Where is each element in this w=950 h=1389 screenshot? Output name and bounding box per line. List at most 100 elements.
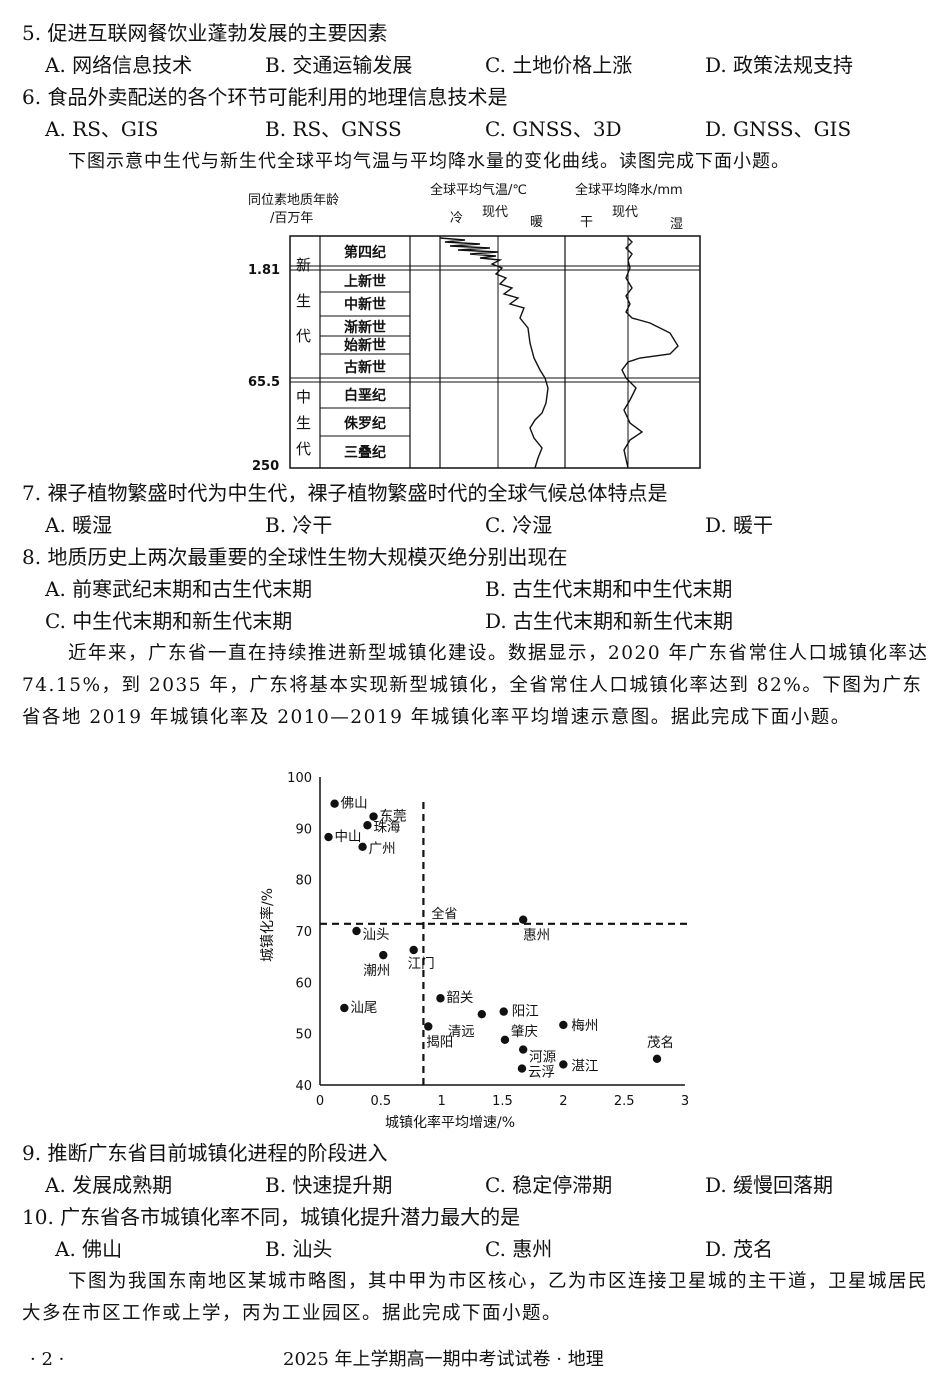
prec-wet-label: 湿 xyxy=(670,217,683,232)
precipitation-curve xyxy=(621,237,679,469)
q6-stem: 6. 食品外卖配送的各个环节可能利用的地理信息技术是 xyxy=(22,85,508,109)
x-tick-label: 1.5 xyxy=(492,1094,513,1109)
y-tick-label: 70 xyxy=(295,925,312,940)
data-point xyxy=(436,994,445,1003)
data-point xyxy=(424,1022,433,1031)
point-label: 潮州 xyxy=(363,963,390,979)
point-label: 珠海 xyxy=(373,819,400,835)
period-triassic: 三叠纪 xyxy=(344,444,386,461)
point-label: 河源 xyxy=(529,1050,556,1066)
q6-option-b[interactable]: B. RS、GNSS xyxy=(265,117,402,141)
y-tick-label: 80 xyxy=(295,874,312,889)
data-point xyxy=(358,842,367,852)
data-point xyxy=(559,1060,568,1069)
y-tick-label: 60 xyxy=(295,976,312,991)
age-header-1: 同位素地质年龄 xyxy=(248,193,339,208)
point-label: 江门 xyxy=(408,956,435,972)
data-point xyxy=(477,1009,487,1019)
point-label: 揭阳 xyxy=(426,1034,453,1050)
data-point xyxy=(363,821,372,830)
q10-option-c[interactable]: C. 惠州 xyxy=(485,1237,553,1261)
era-cenozoic-2: 生 xyxy=(296,292,311,310)
x-tick-label: 3 xyxy=(681,1094,689,1109)
q8-option-b[interactable]: B. 古生代末期和中生代末期 xyxy=(485,577,733,601)
temp-now-label: 现代 xyxy=(482,205,508,220)
q5-stem: 5. 促进互联网餐饮业蓬勃发展的主要因素 xyxy=(22,21,388,45)
x-tick-label: 1 xyxy=(438,1094,446,1109)
q9-option-c[interactable]: C. 稳定停滞期 xyxy=(485,1173,613,1197)
x-tick-label: 2.5 xyxy=(614,1094,635,1109)
data-point xyxy=(369,812,378,821)
point-label: 阳江 xyxy=(512,1004,539,1020)
data-point xyxy=(652,1054,662,1064)
q8-option-c[interactable]: C. 中生代末期和新生代末期 xyxy=(45,609,293,633)
intro-figure3: 下图为我国东南地区某城市略图，其中甲为市区核心，乙为市区连接卫星城的主干道，卫星… xyxy=(22,1271,929,1324)
intro-figure2: 近年来，广东省一直在持续推进新型城镇化建设。数据显示，2020 年广东省常住人口… xyxy=(22,643,929,728)
point-label: 云浮 xyxy=(528,1065,555,1081)
page-number: · 2 · xyxy=(30,1349,65,1370)
q8-option-a[interactable]: A. 前寒武纪末期和古生代末期 xyxy=(45,577,313,601)
province-average-label: 全省 xyxy=(431,906,457,922)
era-cenozoic-1: 新 xyxy=(296,256,311,274)
data-point xyxy=(324,832,333,842)
temp-header: 全球平均气温/℃ xyxy=(430,182,527,198)
q10-option-d[interactable]: D. 茂名 xyxy=(705,1237,774,1261)
q9-option-b[interactable]: B. 快速提升期 xyxy=(265,1173,393,1197)
period-oligocene: 渐新世 xyxy=(344,319,386,336)
q9-stem: 9. 推断广东省目前城镇化进程的阶段进入 xyxy=(22,1141,388,1165)
age-header-2: /百万年 xyxy=(270,211,313,226)
data-point xyxy=(330,799,339,808)
era-mesozoic-2: 生 xyxy=(296,414,311,432)
q10-option-a[interactable]: A. 佛山 xyxy=(55,1237,123,1261)
age-label-1: 1.81 xyxy=(248,263,280,278)
prec-dry-label: 干 xyxy=(580,215,593,230)
point-label: 东莞 xyxy=(380,809,407,825)
data-point xyxy=(500,1035,510,1045)
q9-option-a[interactable]: A. 发展成熟期 xyxy=(45,1173,173,1197)
q10-stem: 10. 广东省各市城镇化率不同，城镇化提升潜力最大的是 xyxy=(22,1205,521,1229)
q7-option-d[interactable]: D. 暖干 xyxy=(705,513,774,537)
q5-option-b[interactable]: B. 交通运输发展 xyxy=(265,53,413,77)
intro-figure1: 下图示意中生代与新生代全球平均气温与平均降水量的变化曲线。读图完成下面小题。 xyxy=(68,151,790,172)
age-label-2: 65.5 xyxy=(248,375,280,390)
q7-option-b[interactable]: B. 冷干 xyxy=(265,513,333,537)
period-quaternary: 第四纪 xyxy=(344,244,386,261)
q10-option-b[interactable]: B. 汕头 xyxy=(265,1237,333,1261)
point-label: 中山 xyxy=(335,829,362,845)
period-pliocene: 上新世 xyxy=(344,273,386,290)
data-point xyxy=(409,945,418,955)
point-label: 广州 xyxy=(369,841,396,857)
prec-header: 全球平均降水/mm xyxy=(575,182,683,198)
q7-stem: 7. 裸子植物繁盛时代为中生代，裸子植物繁盛时代的全球气候总体特点是 xyxy=(22,481,668,505)
data-point xyxy=(559,1020,568,1030)
q6-option-c[interactable]: C. GNSS、3D xyxy=(485,117,622,141)
period-miocene: 中新世 xyxy=(344,296,386,313)
y-tick-label: 40 xyxy=(295,1079,312,1094)
q6-option-a[interactable]: A. RS、GIS xyxy=(45,117,159,141)
q6-option-d[interactable]: D. GNSS、GIS xyxy=(705,117,852,141)
x-tick-label: 0 xyxy=(316,1094,324,1109)
data-point xyxy=(340,1003,349,1013)
q5-option-d[interactable]: D. 政策法规支持 xyxy=(705,53,854,77)
point-label: 韶关 xyxy=(446,990,473,1006)
q8-option-d[interactable]: D. 古生代末期和新生代末期 xyxy=(485,609,734,633)
q9-option-d[interactable]: D. 缓慢回落期 xyxy=(705,1173,834,1197)
era-cenozoic-3: 代 xyxy=(296,327,311,345)
y-tick-label: 90 xyxy=(295,822,312,837)
age-label-3: 250 xyxy=(252,459,279,473)
era-mesozoic-1: 中 xyxy=(296,388,311,406)
q5-option-c[interactable]: C. 土地价格上涨 xyxy=(485,53,633,77)
temperature-curve xyxy=(439,237,549,469)
x-tick-label: 2 xyxy=(559,1094,567,1109)
exam-title: 2025 年上学期高一期中考试试卷 · 地理 xyxy=(283,1349,604,1370)
q7-option-a[interactable]: A. 暖湿 xyxy=(45,513,113,537)
point-label: 湛江 xyxy=(571,1058,598,1074)
q7-option-c[interactable]: C. 冷湿 xyxy=(485,513,553,537)
y-axis-label: 城镇化率/% xyxy=(259,888,276,962)
q5-option-a[interactable]: A. 网络信息技术 xyxy=(45,53,193,77)
point-label: 汕尾 xyxy=(350,1000,377,1016)
point-label: 肇庆 xyxy=(511,1024,538,1040)
period-eocene: 始新世 xyxy=(344,337,386,354)
point-label: 茂名 xyxy=(647,1034,674,1051)
